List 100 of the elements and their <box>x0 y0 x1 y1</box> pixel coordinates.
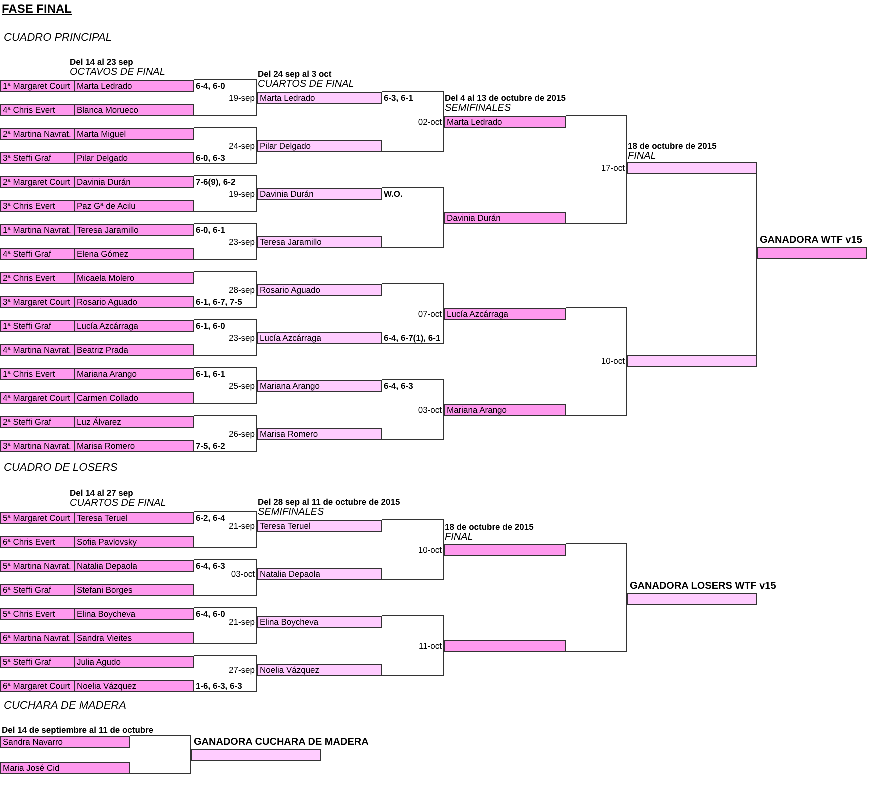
player-slot: Marta Ledrado <box>444 116 566 128</box>
score-text: 6-1, 6-1 <box>196 368 226 380</box>
score-text: 6-4, 6-3 <box>196 560 226 572</box>
seed-name: 3ª Steffi Graf <box>1 153 75 163</box>
score-text: 6-1, 6-0 <box>196 320 226 332</box>
bracket-row <box>0 368 194 380</box>
player-name: Micaela Molero <box>76 273 135 283</box>
date-text: 19-sep <box>228 92 255 104</box>
player-slot: Mariana Arango <box>257 380 382 392</box>
player-name: Beatriz Prada <box>76 345 128 355</box>
player-slot: Sandra Navarro <box>0 736 130 748</box>
bracket-row <box>0 416 194 428</box>
score-text: 6-0, 6-1 <box>196 224 226 236</box>
player-name: Stefani Borges <box>76 585 133 595</box>
bracket-row <box>0 440 194 452</box>
bracket-row <box>0 536 194 548</box>
section-heading: CUADRO DE LOSERS <box>4 461 118 475</box>
player-slot: Teresa Teruel <box>257 520 382 532</box>
section-heading: CUCHARA DE MADERA <box>4 699 126 713</box>
bracket-row <box>0 512 194 524</box>
score-text: 6-0, 6-3 <box>196 152 226 164</box>
seed-name: 4ª Martina Navrat. <box>1 345 75 355</box>
player-name: Blanca Morueco <box>76 105 138 115</box>
player-name: Sofia Pavlovsky <box>76 537 137 547</box>
bracket-row <box>0 560 194 572</box>
player-slot: Elina Boycheva <box>257 616 382 628</box>
player-slot: Marta Ledrado <box>257 92 382 104</box>
bracket-row <box>0 680 194 692</box>
player-name: Mariana Arango <box>76 369 138 379</box>
player-slot: Maria José Cid <box>0 762 130 774</box>
bracket-row <box>0 224 194 236</box>
bracket-row <box>0 320 194 332</box>
round-name: OCTAVOS DE FINAL <box>70 67 166 79</box>
score-text: W.O. <box>384 188 403 200</box>
empty-slot <box>627 162 757 174</box>
date-range: Del 24 sep al 3 oct <box>258 68 332 80</box>
seed-name: 2ª Martina Navrat. <box>1 129 75 139</box>
date-text: 19-sep <box>228 188 255 200</box>
date-text: 28-sep <box>228 284 255 296</box>
date-range: Del 28 sep al 11 de octubre de 2015 <box>258 496 400 508</box>
empty-slot <box>627 355 757 367</box>
player-name: Marta Ledrado <box>76 81 132 91</box>
score-text: 6-2, 6-4 <box>196 512 226 524</box>
player-name: Sandra Vieites <box>76 633 132 643</box>
player-name: Marta Miguel <box>76 129 126 139</box>
winner-heading: GANADORA LOSERS WTF v15 <box>629 580 776 593</box>
player-name: Teresa Teruel <box>76 513 128 523</box>
player-name: Noelia Vázquez <box>76 681 137 691</box>
seed-name: 3ª Martina Navrat. <box>1 441 75 451</box>
date-text: 07-oct <box>417 308 442 320</box>
bracket-row <box>0 176 194 188</box>
player-name: Rosario Aguado <box>76 297 138 307</box>
seed-name: 5ª Chris Evert <box>1 609 75 619</box>
date-text: 03-oct <box>417 404 442 416</box>
seed-name: 4ª Chris Evert <box>1 105 75 115</box>
seed-name: 6ª Martina Navrat. <box>1 633 75 643</box>
seed-name: 2ª Margaret Court <box>1 177 75 187</box>
empty-slot <box>444 640 566 652</box>
player-name: Paz Gª de Acilu <box>76 201 136 211</box>
player-slot: Marisa Romero <box>257 428 382 440</box>
bracket-row <box>0 80 194 92</box>
seed-name: 1ª Steffi Graf <box>1 321 75 331</box>
player-slot: Lucía Azcárraga <box>257 332 382 344</box>
empty-slot <box>444 544 566 556</box>
bracket-row <box>0 272 194 284</box>
date-text: 11-oct <box>418 640 442 652</box>
score-text: 6-4, 6-3 <box>384 380 414 392</box>
seed-name: 5ª Martina Navrat. <box>1 561 75 571</box>
seed-name: 2ª Steffi Graf <box>1 417 75 427</box>
seed-name: 2ª Chris Evert <box>1 273 75 283</box>
round-name: CUARTOS DE FINAL <box>258 79 354 91</box>
player-name: Luz Álvarez <box>76 417 122 427</box>
player-name: Davinia Durán <box>76 177 131 187</box>
date-text: 10-oct <box>417 544 442 556</box>
date-range: 18 de octubre de 2015 <box>445 521 534 533</box>
player-name: Elina Boycheva <box>76 609 136 619</box>
player-name: Marisa Romero <box>76 441 136 451</box>
bracket-row <box>0 200 194 212</box>
player-slot: Davinia Durán <box>444 212 566 224</box>
seed-name: 6ª Margaret Court <box>1 681 75 691</box>
date-range: Del 14 al 27 sep <box>70 487 134 499</box>
seed-name: 1ª Chris Evert <box>1 369 75 379</box>
date-text: 24-sep <box>228 140 255 152</box>
date-text: 03-oct <box>230 568 255 580</box>
seed-name: 3ª Chris Evert <box>1 201 75 211</box>
seed-name: 1ª Margaret Court <box>1 81 75 91</box>
player-name: Natalia Depaola <box>76 561 138 571</box>
winner-heading: GANADORA CUCHARA DE MADERA <box>193 736 369 749</box>
round-name: SEMIFINALES <box>258 507 324 519</box>
winner-heading: GANADORA WTF v15 <box>759 234 864 247</box>
seed-name: 6ª Chris Evert <box>1 537 75 547</box>
date-text: 26-sep <box>228 428 255 440</box>
date-text: 23-sep <box>228 332 255 344</box>
player-name: Teresa Jaramillo <box>76 225 139 235</box>
bracket-row <box>0 104 194 116</box>
date-range: Del 14 al 23 sep <box>70 56 134 68</box>
seed-name: 4ª Margaret Court <box>1 393 75 403</box>
date-text: 25-sep <box>228 380 255 392</box>
date-range: Del 4 al 13 de octubre de 2015 <box>445 92 566 104</box>
bracket-row <box>0 344 194 356</box>
